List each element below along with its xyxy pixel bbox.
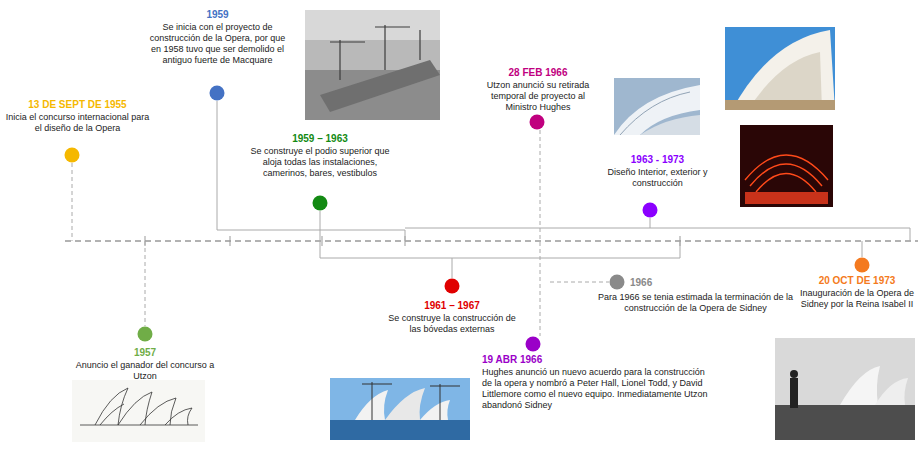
- event-date: 1966: [630, 277, 690, 289]
- event-text: Se construye la construcción de las bóve…: [382, 313, 522, 335]
- event-date: 1963 - 1973: [595, 154, 720, 166]
- event-text: Inicia el concurso internacional para el…: [5, 112, 150, 134]
- event-date: 1957: [75, 347, 215, 359]
- event-date: 19 ABR 1966: [482, 354, 710, 366]
- event-dots: [65, 86, 870, 352]
- sketch-image: [72, 380, 205, 442]
- vaults-photo: [330, 378, 470, 440]
- event-date: 28 FEB 1966: [478, 67, 598, 79]
- event-text: Diseño Interior, exterior y construcción: [595, 167, 720, 189]
- event-date: 1959 – 1963: [250, 133, 390, 145]
- event-text: Se construye el podio superior que aloja…: [250, 146, 390, 179]
- timeline-axis: [65, 240, 918, 241]
- construction-photo: [305, 10, 440, 120]
- event-date: 1959: [145, 9, 290, 21]
- interior-photo: [740, 125, 833, 207]
- exterior-photo: [725, 27, 835, 110]
- event-text: Anuncio el ganador del concurso a Utzon: [75, 360, 215, 382]
- event-text: Se inicia con el proyecto de construcció…: [145, 22, 290, 66]
- axis-ticks: [145, 236, 680, 246]
- shells-photo: [614, 78, 700, 135]
- event-text: Utzon anunció su retirada temporal de pr…: [478, 80, 598, 113]
- event-date: 13 DE SEPT DE 1955: [5, 99, 150, 111]
- event-date: 20 OCT DE 1973: [796, 275, 918, 287]
- leader-lines: [72, 101, 910, 336]
- event-text: Inauguración de la Opera de Sidney por l…: [796, 288, 918, 310]
- event-date: 1961 – 1967: [382, 300, 522, 312]
- inauguration-photo: [775, 338, 915, 440]
- event-text: Para 1966 se tenia estimada la terminaci…: [578, 292, 813, 314]
- event-text: Hughes anunció un nuevo acuerdo para la …: [482, 367, 710, 411]
